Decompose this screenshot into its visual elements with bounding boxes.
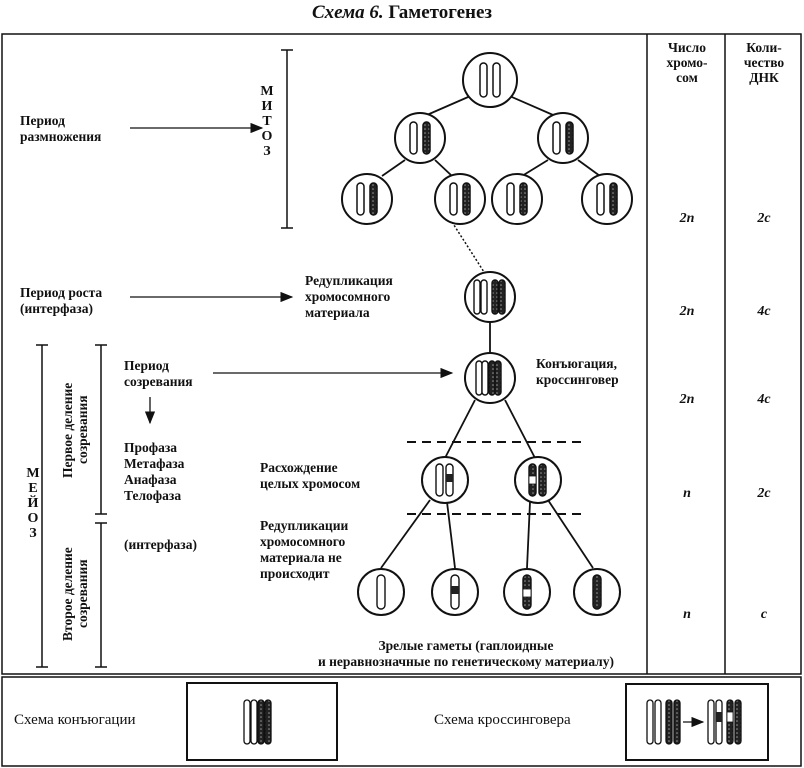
conjugation-crossover-label: Конъюгация, кроссинговер	[536, 356, 619, 388]
label-line: созревания	[75, 395, 90, 465]
reduplication-label: Редупликация хромосомного материала	[305, 273, 393, 321]
label-line: хромосомного	[305, 289, 391, 304]
chromosome-value: 2n	[679, 392, 695, 407]
secondary-cell	[514, 456, 562, 504]
phase-item: Телофаза	[124, 488, 182, 503]
dna-amount-header: Коли- чество ДНК	[728, 40, 800, 85]
gamete	[503, 568, 551, 616]
title-main: Гаметогенез	[388, 2, 493, 23]
diploid-cell	[462, 52, 518, 108]
chromosome-value: n	[683, 486, 691, 501]
bottom-frame	[1, 676, 802, 767]
meiosis-label: М Е Й О З	[24, 466, 42, 541]
label-line: Редупликации	[260, 518, 349, 533]
conjugation-scheme-chromosomes	[243, 699, 272, 745]
label-line: происходит	[260, 566, 330, 581]
reproduction-period-label: Период размножения	[20, 113, 101, 145]
gamete	[431, 568, 479, 616]
chromosome-value: 2n	[679, 211, 695, 226]
dna-value: c	[760, 607, 768, 622]
second-division-label: Второе деление созревания	[60, 528, 94, 660]
dna-value: 2c	[757, 486, 771, 501]
letter: З	[29, 526, 37, 541]
chromosome-value: n	[683, 607, 691, 622]
crossover-scheme-label: Схема кроссинговера	[434, 712, 571, 728]
header-line: хромо-	[666, 55, 708, 70]
label-line: Первое деление	[60, 382, 75, 478]
dna-value: 2c	[757, 211, 771, 226]
crossover-scheme-box	[625, 683, 769, 761]
header-line: Число	[667, 40, 706, 55]
conjugation-cell	[464, 352, 516, 404]
no-reduplication-label: Редупликации хромосомного материала не п…	[260, 518, 348, 582]
first-division-label: Первое деление созревания	[60, 354, 94, 506]
letter: И	[261, 99, 273, 114]
diploid-cell	[581, 173, 633, 225]
label-line: и неравнозначные по генетическому матери…	[317, 654, 615, 669]
label-line: Период	[124, 358, 169, 373]
letter: З	[263, 144, 271, 159]
maturation-period-label: Период созревания	[124, 358, 193, 390]
phases-list: Профаза Метафаза Анафаза Телофаза	[124, 440, 184, 504]
conjugation-scheme-box	[186, 682, 338, 761]
mature-gametes-label: Зрелые гаметы (гаплоидные и неравнозначн…	[290, 638, 642, 670]
label-line: (интерфаза)	[20, 301, 93, 316]
conjugation-scheme-label: Схема конъюгации	[14, 712, 136, 728]
dna-value: 4c	[757, 392, 771, 407]
crossover-scheme-chromosomes	[646, 699, 742, 745]
diploid-cell	[491, 173, 543, 225]
letter: Е	[28, 481, 38, 496]
label-line: материала	[305, 305, 370, 320]
title-prefix: Схема 6.	[311, 2, 384, 23]
diagram-title: Схема 6. Гаметогенез	[0, 2, 804, 24]
letter: О	[261, 129, 273, 144]
chromosome-value: 2n	[679, 304, 695, 319]
phase-item: Анафаза	[124, 472, 177, 487]
letter: М	[26, 466, 40, 481]
label-line: Период роста	[20, 285, 103, 300]
label-line: Конъюгация,	[536, 356, 617, 371]
diploid-cell	[434, 173, 486, 225]
phase-item: Профаза	[124, 440, 178, 455]
header-line: Коли-	[746, 40, 782, 55]
interphase-label: (интерфаза)	[124, 537, 197, 552]
letter: Т	[262, 114, 272, 129]
label-line: Период	[20, 113, 65, 128]
label-line: хромосомного	[260, 534, 346, 549]
gamete	[573, 568, 621, 616]
chromosome-count-header: Число хромо- сом	[650, 40, 724, 85]
letter: О	[27, 511, 39, 526]
diploid-cell	[537, 112, 589, 164]
main-frame	[1, 33, 802, 675]
gamete	[357, 568, 405, 616]
header-line: ДНК	[749, 70, 779, 85]
header-line: сом	[676, 70, 698, 85]
label-line: Второе деление	[60, 547, 75, 641]
diploid-cell	[394, 112, 446, 164]
label-line: кроссинговер	[536, 372, 619, 387]
letter: М	[260, 84, 274, 99]
letter: Й	[27, 496, 39, 511]
label-line: Редупликация	[305, 273, 393, 288]
label-line: материала не	[260, 550, 342, 565]
diploid-cell	[341, 173, 393, 225]
label-line: созревания	[75, 559, 90, 629]
chromosome-divergence-label: Расхождение целых хромосом	[260, 460, 360, 492]
label-line: целых хромосом	[260, 476, 361, 491]
label-line: Расхождение	[260, 460, 338, 475]
label-line: созревания	[124, 374, 193, 389]
growth-period-label: Период роста (интерфаза)	[20, 285, 102, 317]
header-line: чество	[743, 55, 785, 70]
dna-value: 4c	[757, 304, 771, 319]
mitosis-label: М И Т О З	[258, 84, 276, 159]
label-line: Зрелые гаметы (гаплоидные	[378, 638, 554, 653]
phase-item: Метафаза	[124, 456, 185, 471]
label-line: размножения	[20, 129, 102, 144]
secondary-cell	[421, 456, 469, 504]
replicated-cell	[464, 271, 516, 323]
